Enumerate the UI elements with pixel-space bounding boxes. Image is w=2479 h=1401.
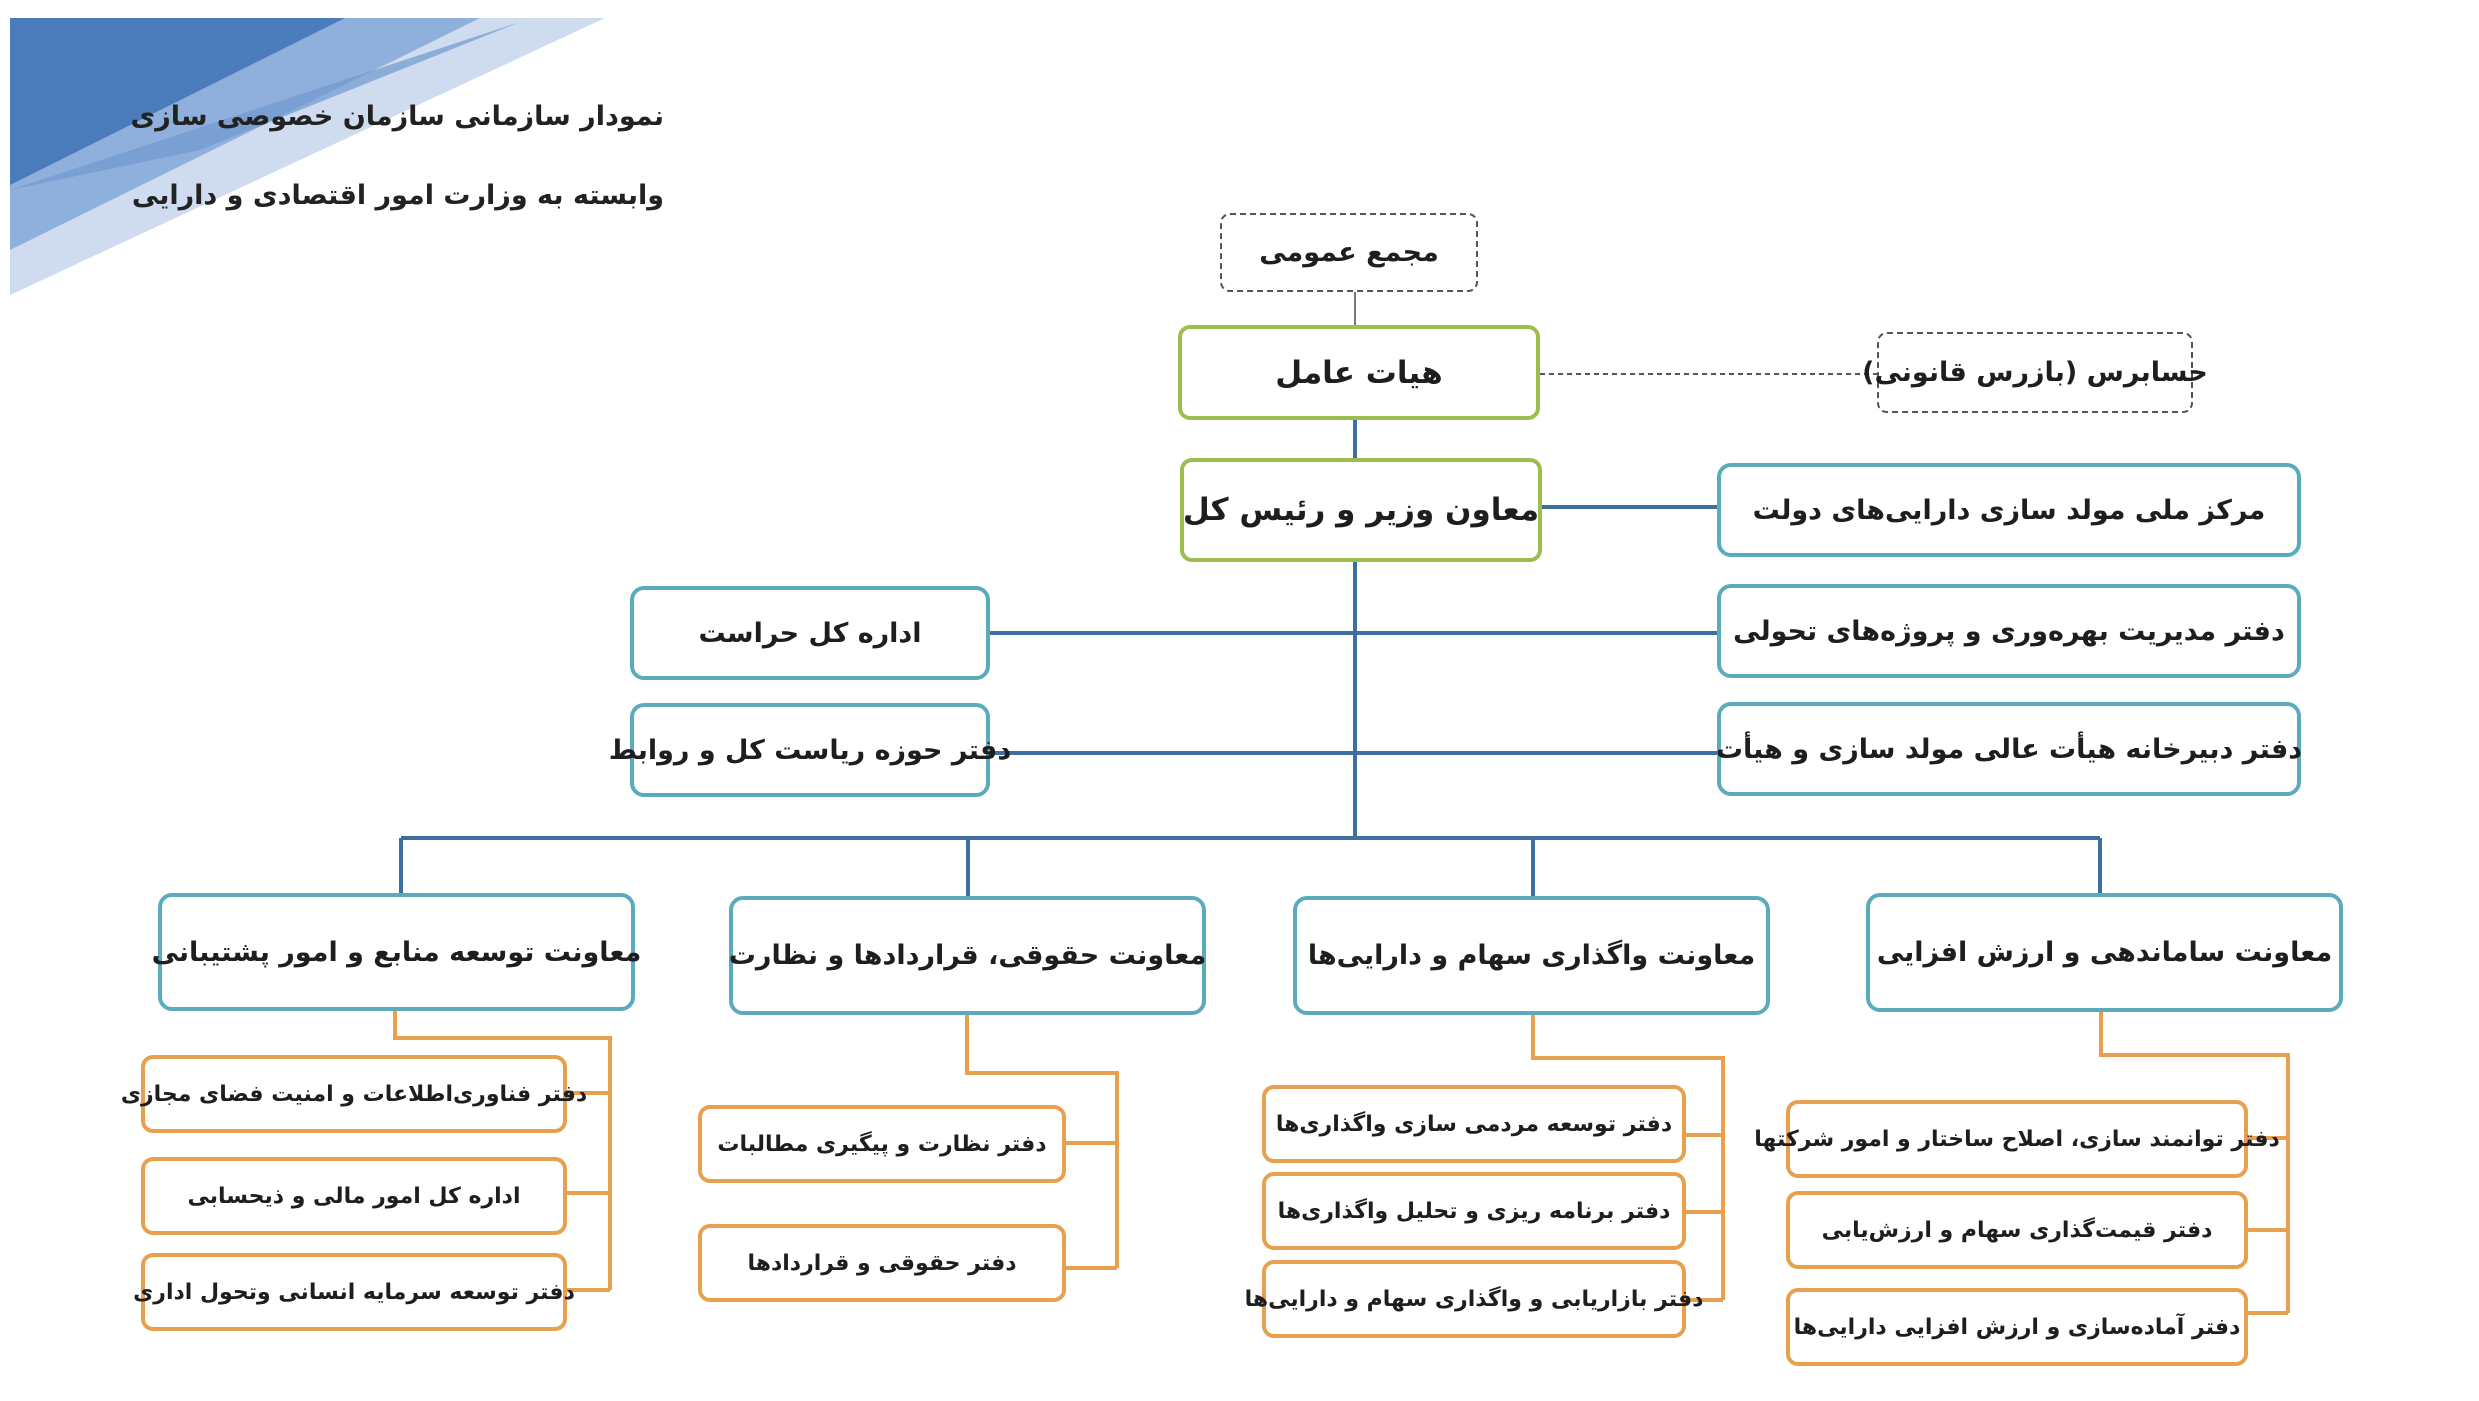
box-division-legal: معاونت حقوقی، قراردادها و نظارت [729, 896, 1206, 1015]
connector-office-trunk-1 [393, 1010, 612, 1290]
box-office-human-capital: دفتر توسعه سرمایه انسانی وتحول اداری [133, 1253, 575, 1331]
box-office-public-transfer: دفتر توسعه مردمی سازی واگذاری‌ها [1262, 1085, 1686, 1163]
chart-title-line2: وابسته به وزارت امور اقتصادی و دارایی [131, 180, 664, 211]
box-general-assembly: مجمع عمومی [1220, 213, 1478, 292]
box-office-empowerment: دفتر توانمند سازی، اصلاح ساختار و امور ش… [1754, 1100, 2280, 1178]
box-division-restructuring: معاونت ساماندهی و ارزش افزایی [1866, 893, 2343, 1012]
box-division-resources: معاونت توسعه منابع و امور پشتیبانی [152, 893, 641, 1011]
box-office-finance: اداره کل امور مالی و ذیحسابی [141, 1157, 567, 1235]
box-division-transfer: معاونت واگذاری سهام و دارایی‌ها [1293, 896, 1770, 1015]
box-office-planning: دفتر برنامه ریزی و تحلیل واگذاری‌ها [1262, 1172, 1686, 1250]
box-deputy-minister: معاون وزیر و رئیس کل [1180, 458, 1542, 562]
box-executive-board: هیات عامل [1178, 325, 1540, 420]
connector-office-trunk-3 [1531, 1015, 1725, 1300]
box-office-pricing: دفتر قیمت‌گذاری سهام و ارزش‌یابی [1786, 1191, 2248, 1269]
box-office-legal-contracts: دفتر حقوقی و قراردادها [698, 1224, 1066, 1302]
box-auditor: حسابرس (بازرس قانونی) [1862, 332, 2208, 413]
connector-office-trunk-2 [965, 1015, 1119, 1268]
box-secretariat-office: دفتر دبیرخانه هیأت عالی مولد سازی و هیأت [1716, 702, 2302, 796]
box-office-it-security: دفتر فناوری‌اطلاعات و امنیت فضای مجازی [121, 1055, 587, 1133]
box-office-asset-value: دفتر آماده‌سازی و ارزش افزایی دارایی‌ها [1786, 1288, 2248, 1366]
box-presidency-office: دفتر حوزه ریاست کل و روابط [609, 703, 1011, 797]
box-office-marketing: دفتر بازاریابی و واگذاری سهام و دارایی‌ه… [1245, 1260, 1703, 1338]
box-security-dept: اداره کل حراست [630, 586, 990, 680]
chart-title-line1: نمودار سازمانی سازمان خصوصی سازی [130, 101, 664, 132]
corner-decoration-accent [10, 22, 520, 190]
box-national-center: مرکز ملی مولد سازی دارایی‌های دولت [1717, 463, 2301, 557]
corner-decoration-dark [10, 18, 345, 185]
box-productivity-office: دفتر مدیریت بهره‌وری و پروژه‌های تحولی [1717, 584, 2301, 678]
connector-office-trunk-4 [2099, 1012, 2290, 1313]
box-office-supervision: دفتر نظارت و پیگیری مطالبات [698, 1105, 1066, 1183]
